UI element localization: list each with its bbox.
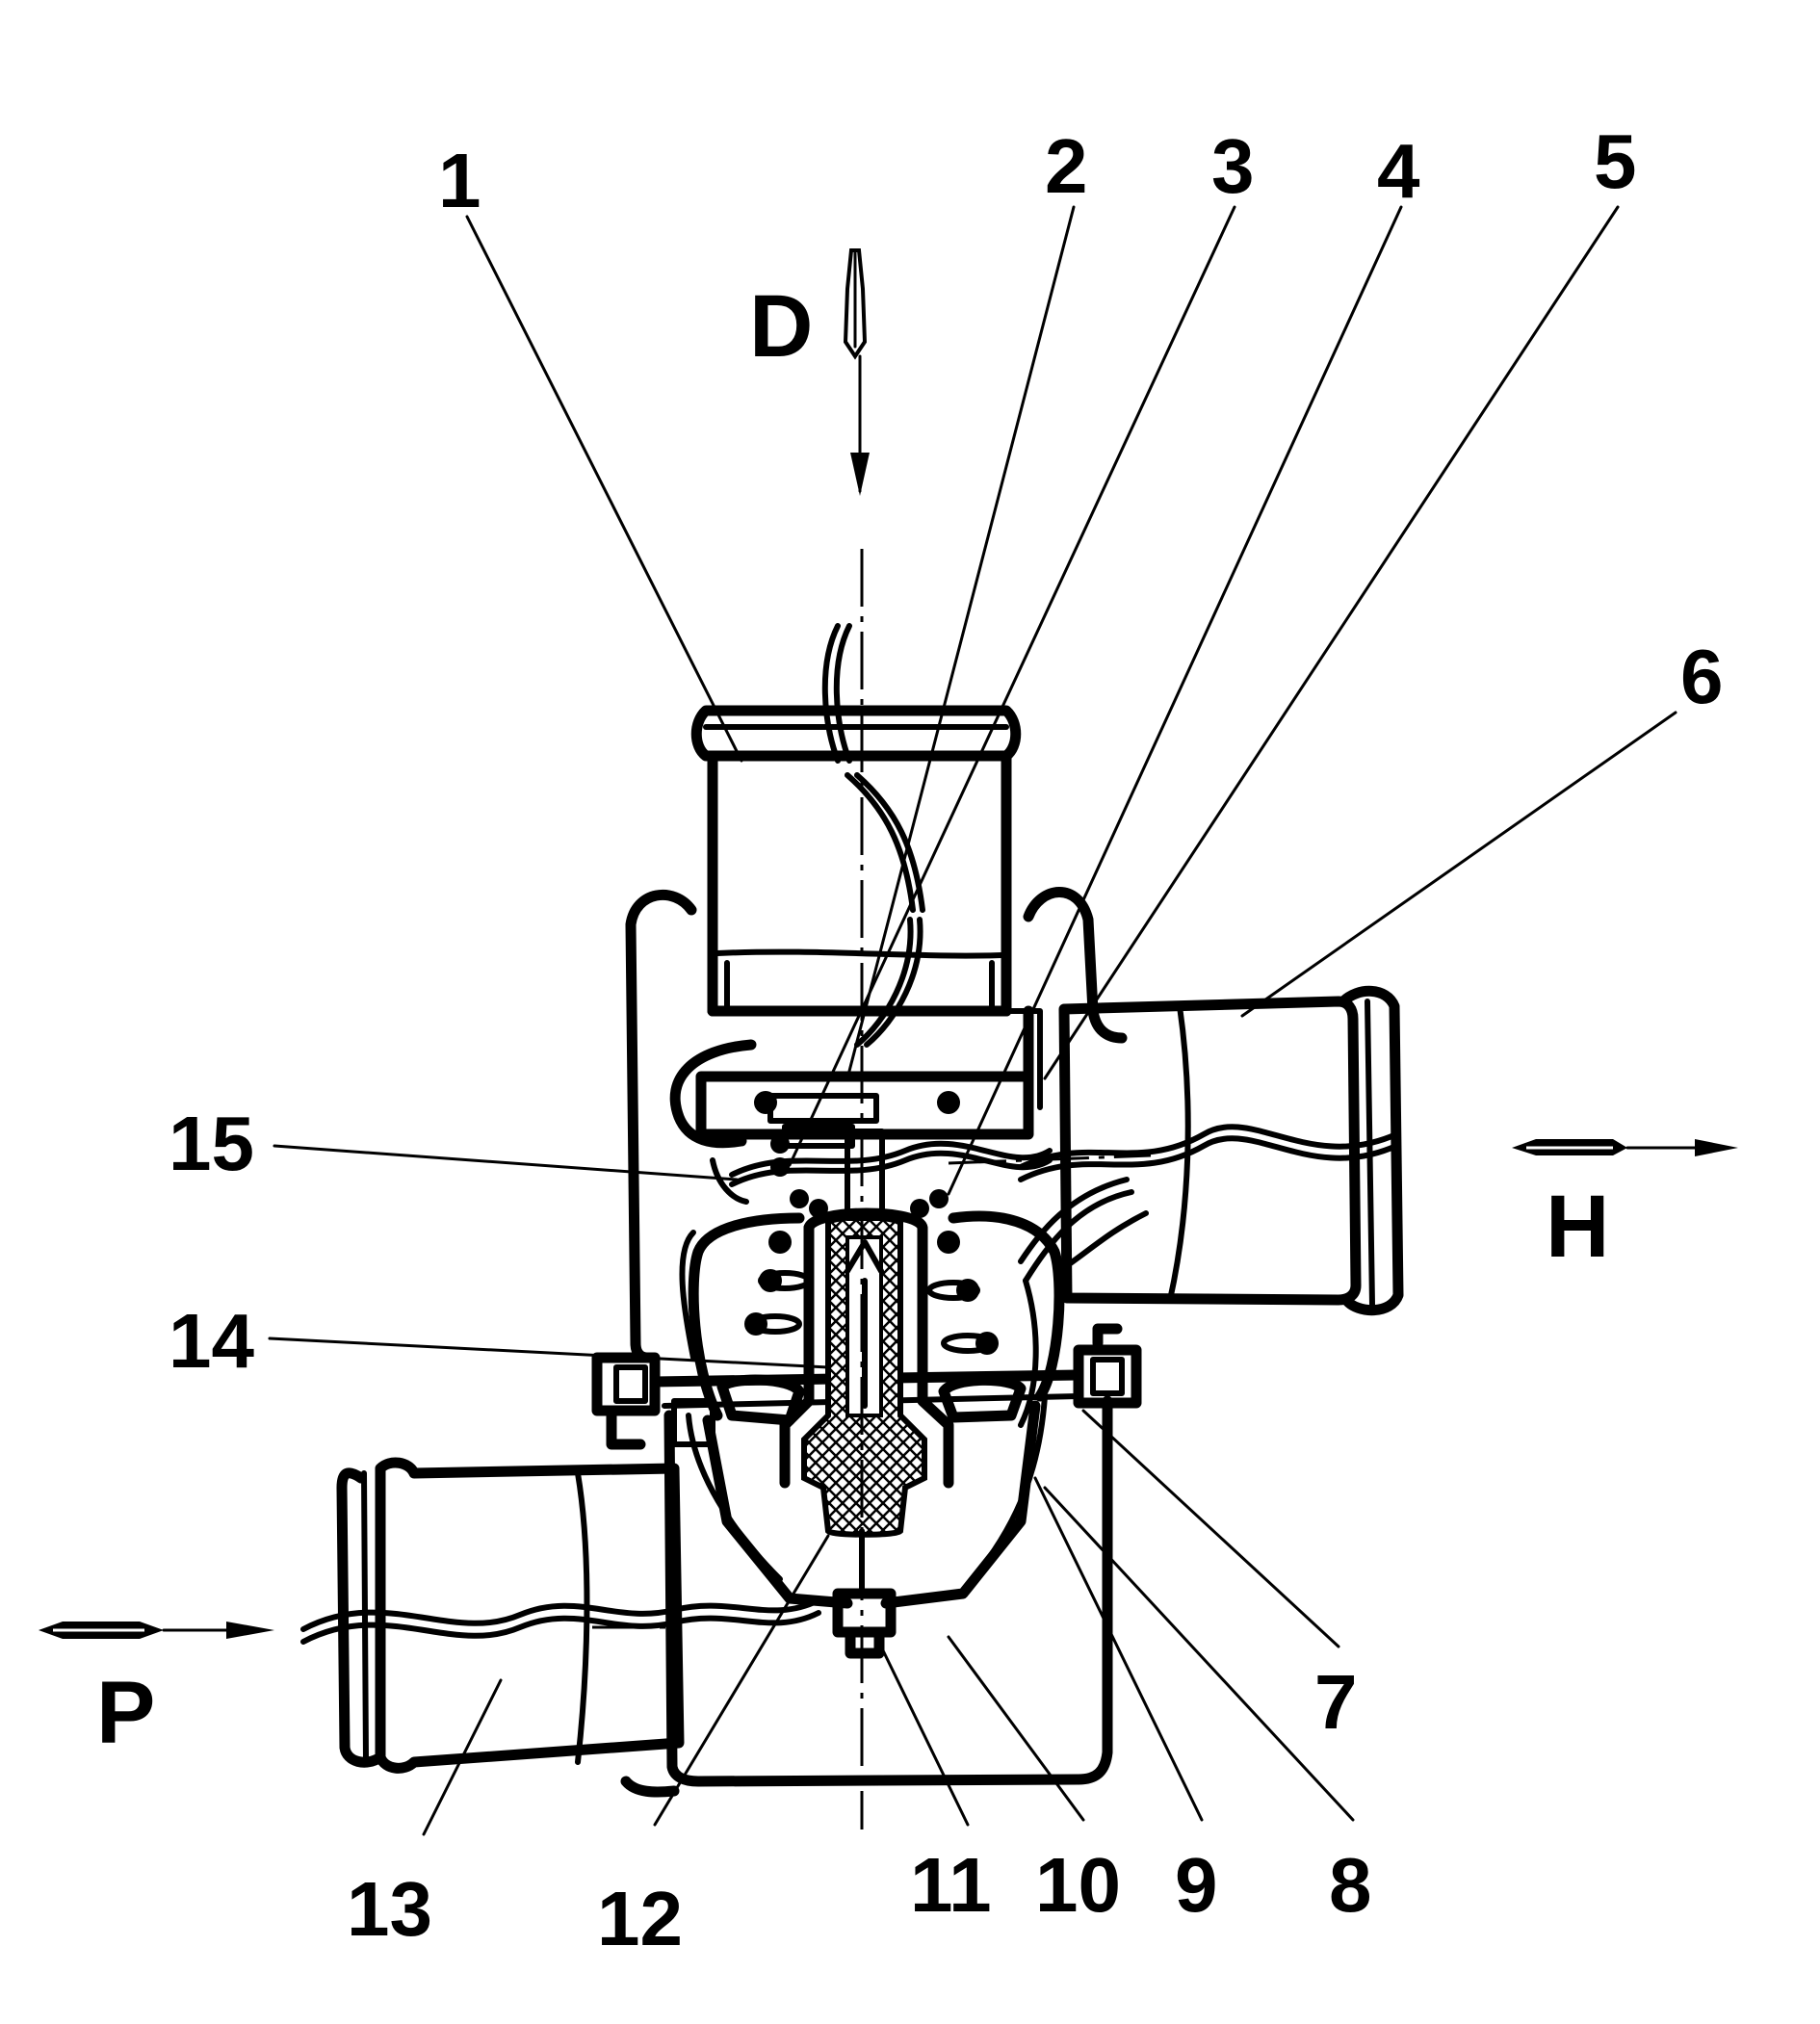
valve-assembly [669, 1005, 1134, 1659]
label-4: 4 [1377, 128, 1420, 214]
label-15: 15 [169, 1101, 254, 1186]
flow-labels: D H P [96, 277, 1609, 1762]
label-13: 13 [347, 1866, 432, 1952]
flow-arrow-d [843, 248, 870, 496]
label-14: 14 [169, 1298, 254, 1384]
flow-label-h: H [1546, 1178, 1609, 1276]
label-2: 2 [1045, 123, 1088, 209]
label-10: 10 [1035, 1842, 1121, 1928]
heater-hose-connector [1003, 985, 1404, 1316]
flow-label-p: P [96, 1664, 155, 1762]
label-3: 3 [1211, 123, 1255, 209]
label-7: 7 [1314, 1659, 1358, 1745]
label-8: 8 [1329, 1842, 1372, 1928]
flow-label-d: D [749, 277, 813, 376]
label-9: 9 [1175, 1842, 1218, 1928]
label-11: 11 [910, 1842, 992, 1928]
part-number-labels: 1 2 3 4 5 6 7 8 9 10 11 12 13 14 15 [169, 118, 1724, 1961]
centerline [592, 549, 1152, 1829]
label-5: 5 [1594, 118, 1637, 204]
label-1: 1 [438, 138, 481, 223]
label-6: 6 [1680, 634, 1724, 719]
flow-arrow-h [1512, 1139, 1738, 1156]
label-12: 12 [597, 1876, 683, 1961]
upper-hose-connector [690, 623, 1022, 1048]
leader-lines [268, 205, 1677, 1836]
flow-arrow-p [39, 1622, 274, 1639]
radiator-hose-connector [300, 1457, 821, 1774]
